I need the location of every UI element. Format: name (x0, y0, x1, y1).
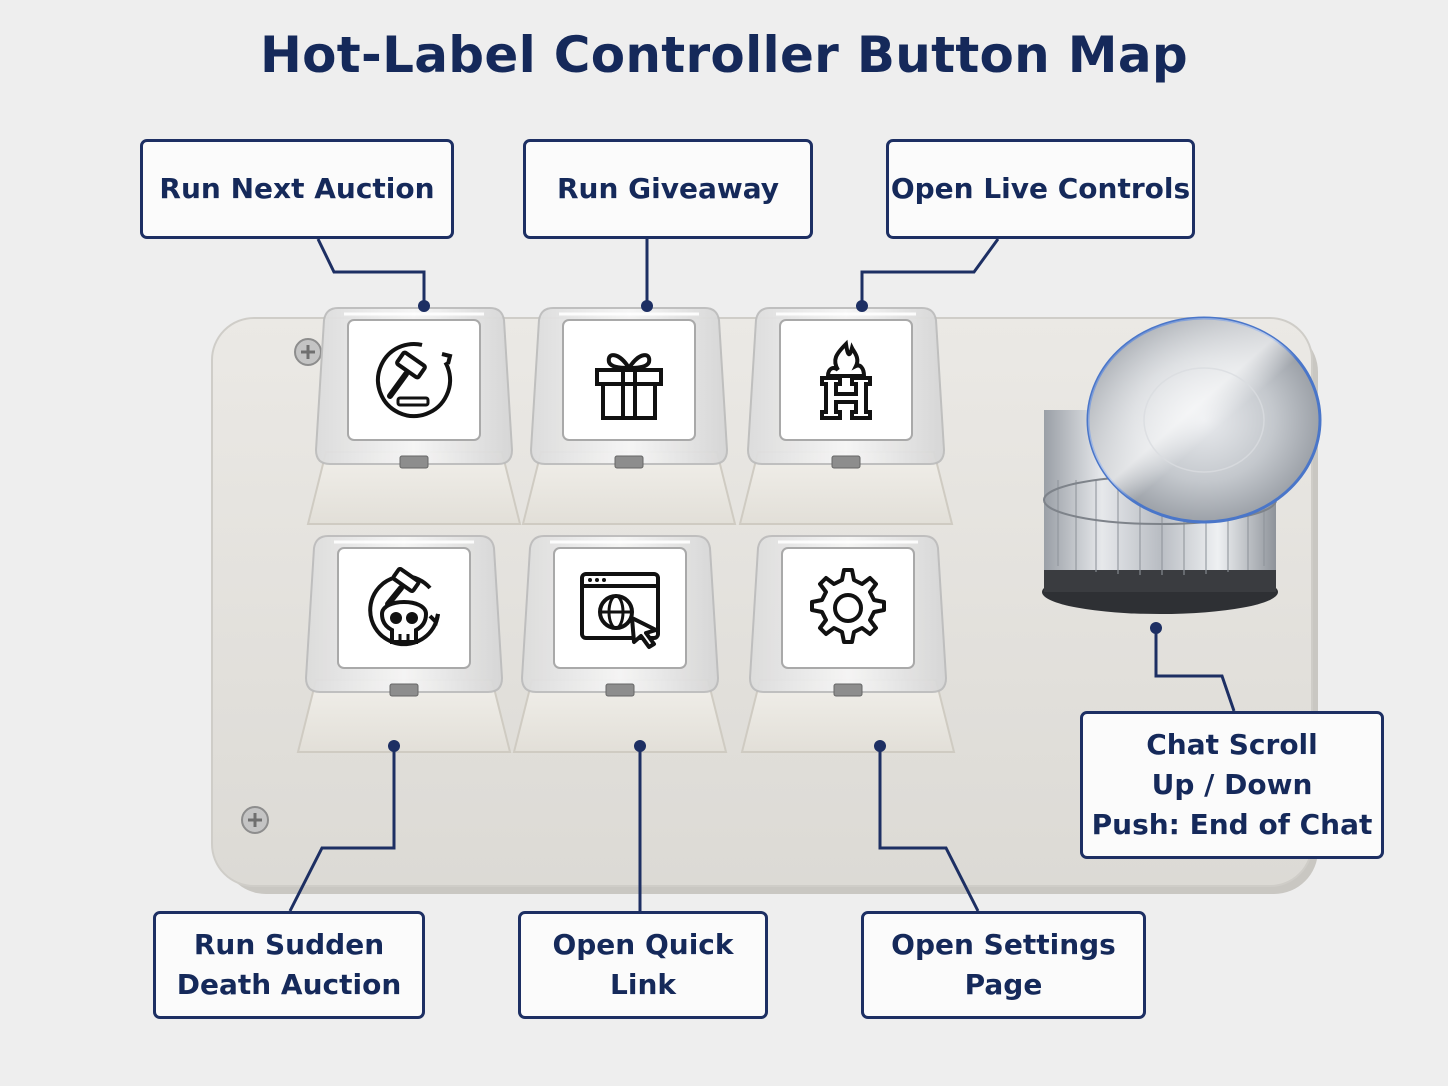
label-open-settings-page: Open Settings Page (861, 911, 1146, 1019)
connector-dot (874, 740, 886, 752)
callout-connectors (288, 238, 1236, 912)
connector-line (1154, 628, 1236, 712)
connector-dot (418, 300, 430, 312)
browser-globe-cursor-icon (580, 572, 660, 649)
key-6[interactable] (740, 535, 956, 753)
rotary-knob-icon (1042, 316, 1322, 614)
label-run-giveaway: Run Giveaway (523, 139, 813, 239)
screw-icon (241, 806, 269, 834)
connector-dot (388, 740, 400, 752)
page-title: Hot-Label Controller Button Map (260, 26, 1188, 84)
key-4[interactable] (296, 535, 512, 753)
connector-dot (641, 300, 653, 312)
flaming-h-icon (820, 339, 872, 420)
key-5[interactable] (512, 535, 728, 753)
key-1[interactable] (306, 307, 522, 525)
key-2[interactable] (521, 307, 737, 525)
connector-line (316, 238, 426, 306)
key-3[interactable] (738, 307, 954, 525)
screw-icon (294, 338, 322, 366)
label-run-next-auction: Run Next Auction (140, 139, 454, 239)
label-open-quick-link: Open Quick Link (518, 911, 768, 1019)
connector-dot (634, 740, 646, 752)
connector-dot (856, 300, 868, 312)
label-chat-scroll: Chat Scroll Up / Down Push: End of Chat (1080, 711, 1384, 859)
label-open-live-controls: Open Live Controls (886, 139, 1195, 239)
skull-gavel-icon (368, 566, 440, 647)
gear-icon (810, 568, 886, 644)
label-run-sudden-death-auction: Run Sudden Death Auction (153, 911, 425, 1019)
gavel-cycle-icon (376, 342, 453, 418)
gift-icon (595, 353, 663, 420)
key-grid (296, 307, 956, 753)
connector-line (878, 746, 980, 912)
connector-line (288, 746, 396, 912)
connector-dot (1150, 622, 1162, 634)
connector-line (860, 238, 1000, 306)
